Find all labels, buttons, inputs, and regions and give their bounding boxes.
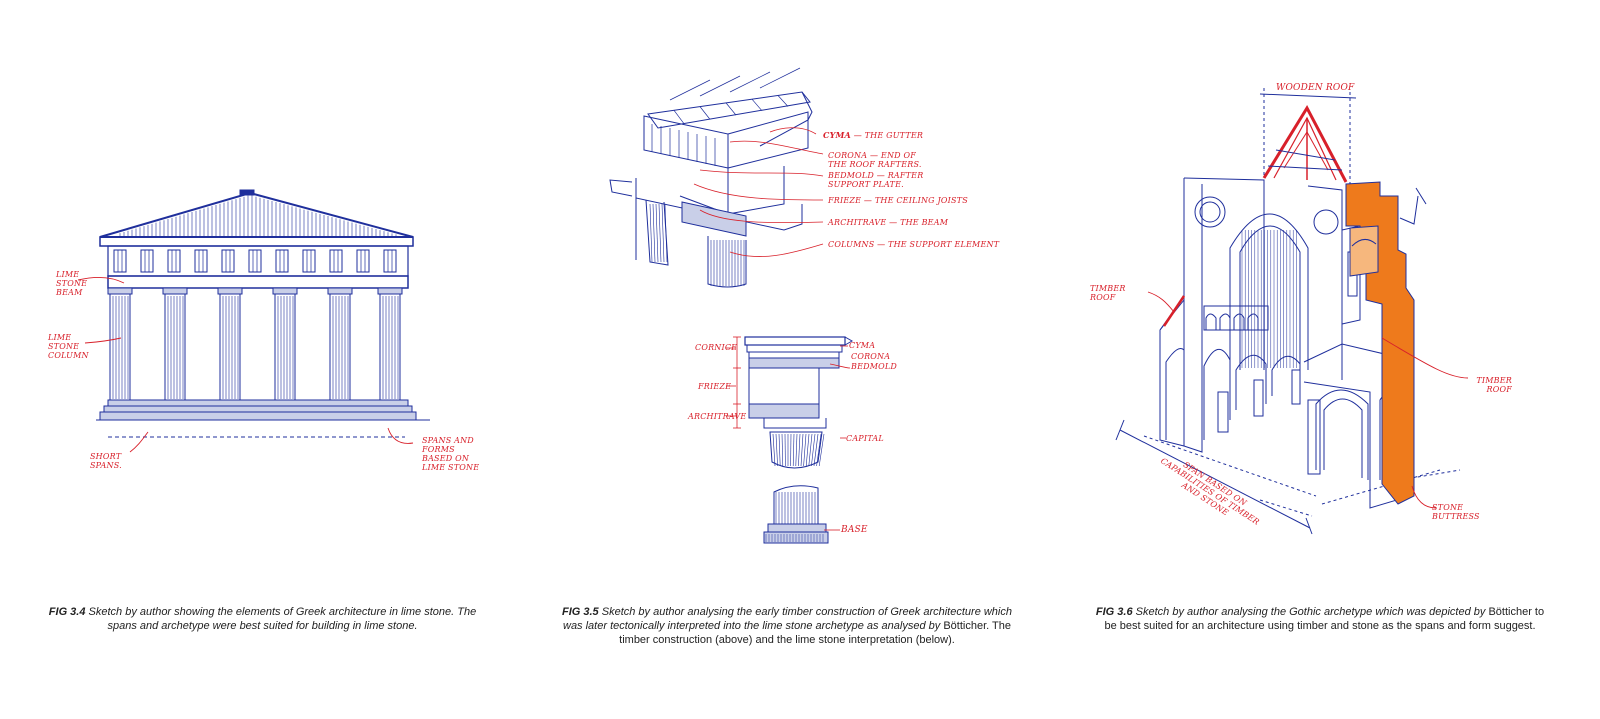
- pediment-hatching: [119, 195, 397, 236]
- caption-fig-3-6: FIG 3.6 Sketch by author analysing the G…: [1090, 605, 1550, 633]
- gothic-cathedral-sketch: [1115, 88, 1469, 535]
- label-wooden-roof: WOODEN ROOF: [1276, 83, 1355, 93]
- label-bedmold: BEDMOLD — RAFTER SUPPORT PLATE.: [828, 171, 924, 189]
- greek-temple-sketch: [77, 189, 430, 453]
- label-cyma-term: CYMA: [823, 130, 851, 140]
- label-timber-roof-left: TIMBER ROOF: [1090, 284, 1126, 302]
- label-lime-stone-beam: LIME STONE BEAM: [56, 270, 88, 297]
- caption-text-upright: Bötticher to be best suited for an archi…: [1104, 606, 1545, 632]
- timber-entablature-sketch: [609, 67, 854, 544]
- capital-hatching: [772, 433, 825, 467]
- caption-text-upright: Bötticher. The timber construction (abov…: [619, 620, 1011, 646]
- caption-text: Sketch by author showing the elements of…: [88, 606, 477, 632]
- caption-fig-3-5: FIG 3.5 Sketch by author analysing the e…: [552, 605, 1022, 647]
- label-corona-elevation: CORONA: [851, 352, 891, 361]
- nave-hatching: [1241, 230, 1297, 368]
- caption-number: FIG 3.5: [561, 606, 599, 618]
- frieze-hatching: [651, 124, 716, 166]
- label-cornice: CORNICE: [695, 343, 738, 352]
- figure-3-6: WOODEN ROOF TIMBER ROOF TIMBER ROOF SPAN…: [1080, 0, 1600, 719]
- label-architrave-elevation: ARCHITRAVE: [688, 412, 747, 421]
- label-columns: COLUMNS — THE SUPPORT ELEMENT: [828, 240, 1000, 249]
- label-cyma: CYMA — THE GUTTER: [823, 130, 924, 141]
- figure-3-4: LIME STONE BEAM LIME STONE COLUMN SHORT …: [0, 0, 520, 719]
- label-architrave: ARCHITRAVE — THE BEAM: [828, 218, 949, 227]
- label-cyma-elevation: CYMA: [849, 341, 876, 350]
- caption-fig-3-4: FIG 3.4 Sketch by author showing the ele…: [40, 605, 485, 633]
- caption-text-italic: Sketch by author analysing the Gothic ar…: [1135, 606, 1486, 618]
- label-capital: CAPITAL: [846, 434, 884, 443]
- label-stone-buttress: STONE BUTTRESS: [1432, 503, 1480, 521]
- temple-columns: [107, 287, 403, 401]
- column-shaft-hatching: [765, 492, 824, 542]
- label-lime-stone-column: LIME STONE COLUMN: [48, 333, 89, 360]
- label-spans-and-forms: SPANS AND FORMS BASED ON LIME STONE: [422, 436, 480, 472]
- caption-text-italic: Sketch by author analysing the early tim…: [563, 606, 1012, 632]
- frieze-triglyphs: [113, 249, 397, 273]
- roof-rafters: [669, 67, 801, 124]
- column-hatching: [710, 240, 745, 286]
- column-hatching: [649, 203, 668, 263]
- label-frieze: FRIEZE — THE CEILING JOISTS: [828, 196, 968, 205]
- caption-number: FIG 3.6: [1095, 606, 1133, 618]
- label-short-spans: SHORT SPANS.: [90, 452, 122, 470]
- label-cyma-description: — THE GUTTER: [853, 131, 924, 140]
- label-base: BASE: [841, 525, 868, 535]
- label-frieze-elevation: FRIEZE: [698, 382, 732, 391]
- figure-3-5: CYMA — THE GUTTER CORONA — END OF THE RO…: [540, 0, 1060, 719]
- label-timber-roof-right: TIMBER ROOF: [1476, 376, 1512, 394]
- label-corona: CORONA — END OF THE ROOF RAFTERS.: [828, 151, 922, 169]
- caption-number: FIG 3.4: [48, 606, 86, 618]
- label-bedmold-elevation: BEDMOLD: [851, 362, 898, 371]
